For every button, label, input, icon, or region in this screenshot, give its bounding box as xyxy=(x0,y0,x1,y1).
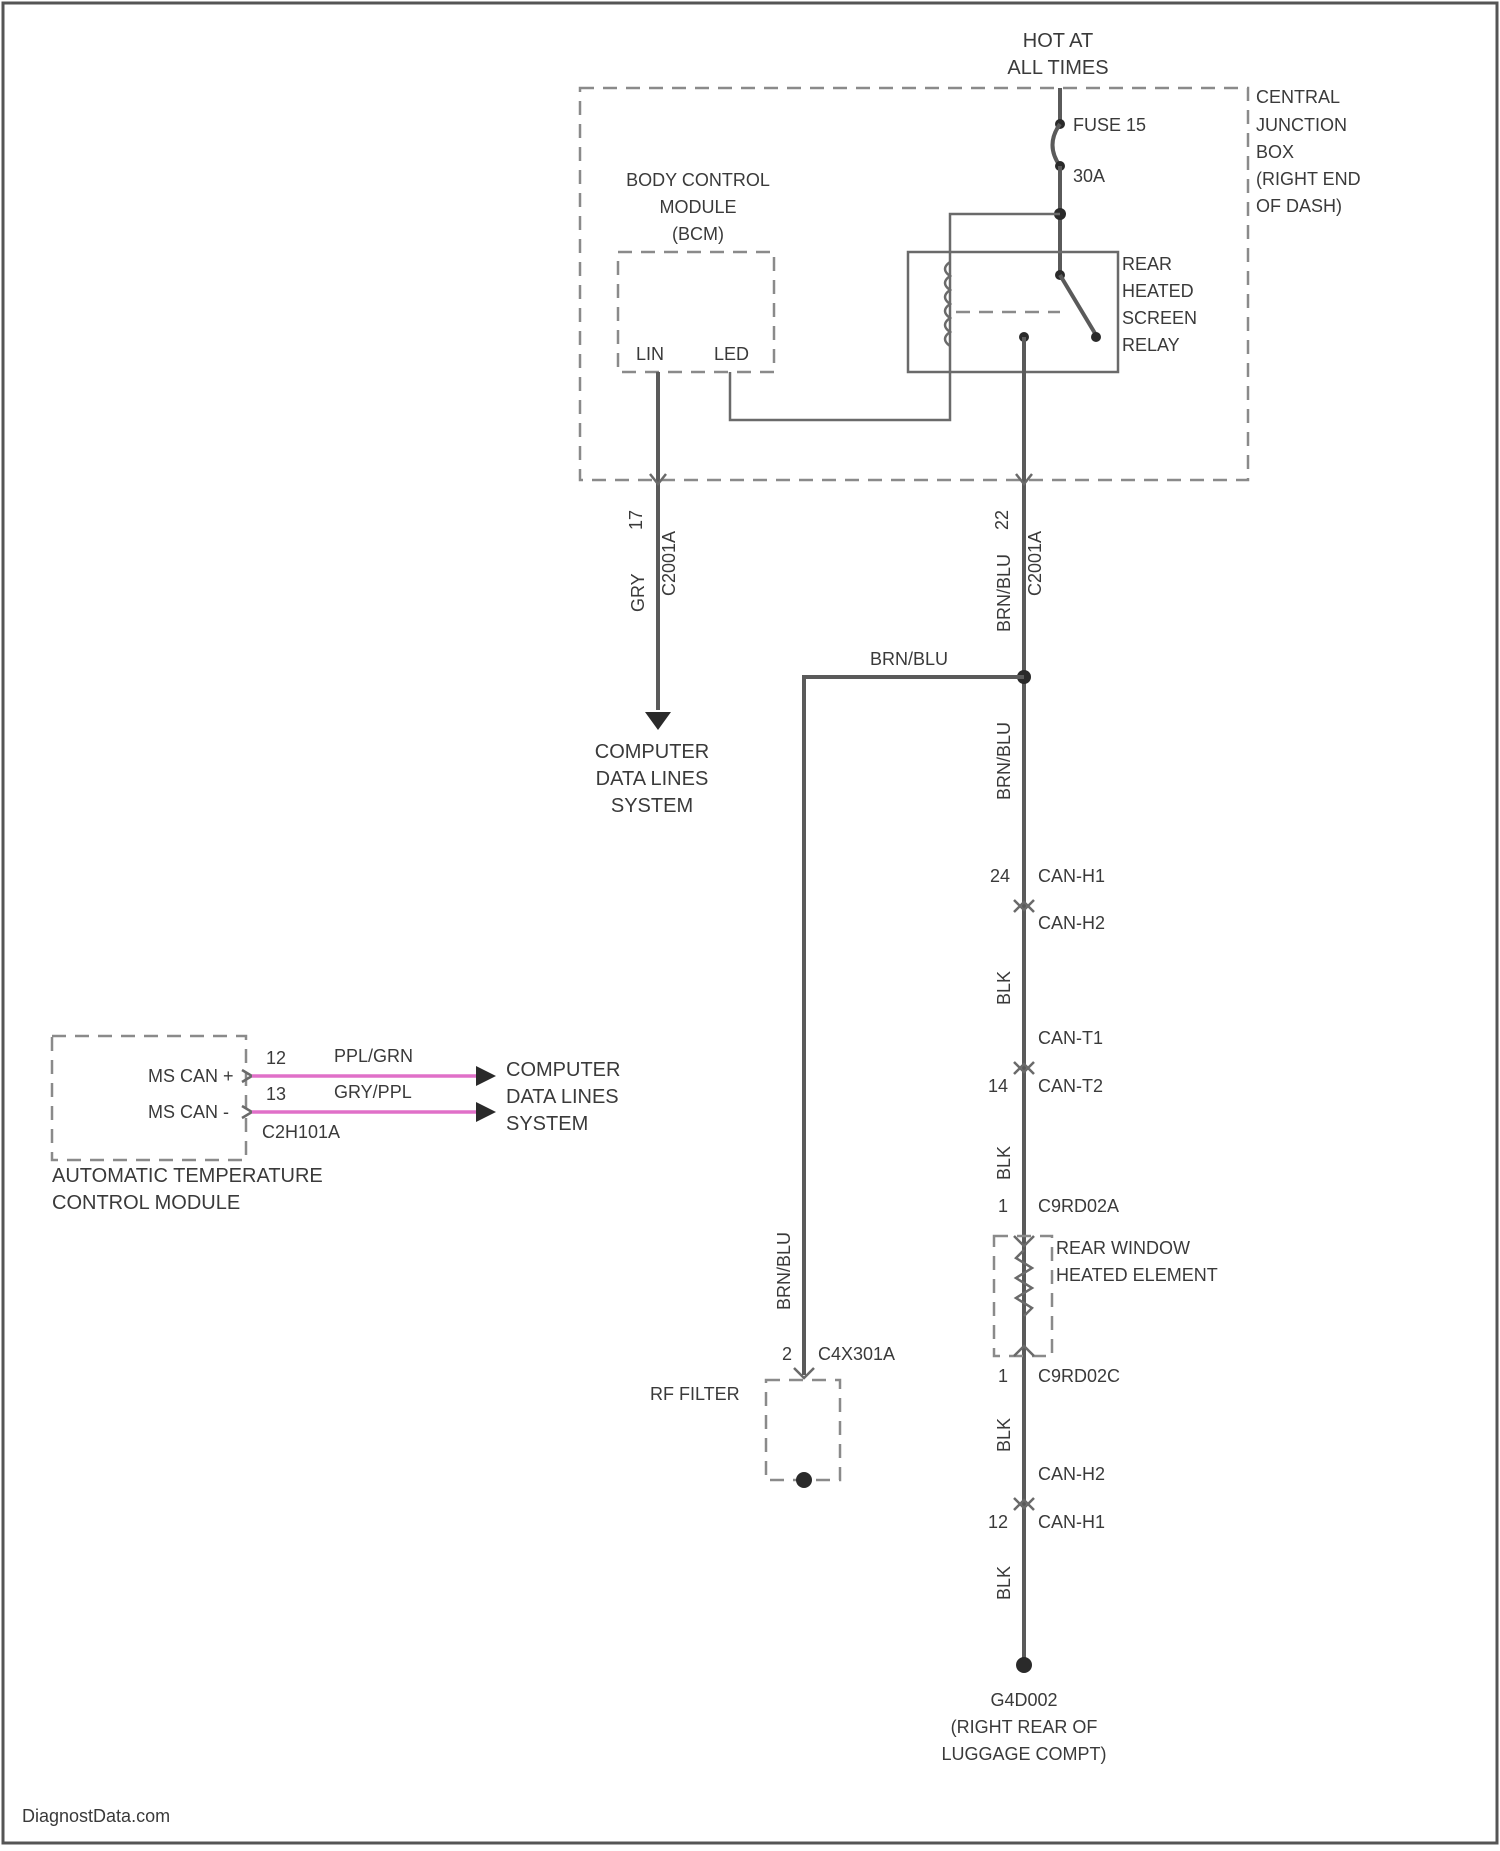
atc-dest-line: DATA LINES xyxy=(506,1086,619,1108)
cjb-label-line: OF DASH) xyxy=(1256,196,1342,216)
bcm-pin-led: LED xyxy=(714,344,749,364)
atc-label-line: AUTOMATIC TEMPERATURE xyxy=(52,1165,323,1187)
relay-label: REAR HEATED SCREEN RELAY xyxy=(1122,254,1197,355)
rf-filter-feed-wire xyxy=(804,677,1024,1375)
bcm-label-line: BODY CONTROL xyxy=(626,170,770,190)
can3-pin: 12 xyxy=(988,1512,1008,1532)
ground-icon xyxy=(1016,1657,1032,1673)
element-pin-bottom: 1 xyxy=(998,1366,1008,1386)
atc-module-label: AUTOMATIC TEMPERATURE CONTROL MODULE xyxy=(52,1165,323,1214)
can1-label-b: CAN-H2 xyxy=(1038,913,1105,933)
right-wire-color-5: BLK xyxy=(994,1418,1014,1452)
can2-label-b: CAN-T2 xyxy=(1038,1076,1103,1096)
fuse-symbol xyxy=(1053,124,1061,166)
cjb-label-line: CENTRAL xyxy=(1256,87,1340,107)
atc-row2-terminal-icon xyxy=(242,1106,252,1118)
bcm-label: BODY CONTROL MODULE (BCM) xyxy=(626,170,770,244)
can3-label-a: CAN-H2 xyxy=(1038,1464,1105,1484)
ground-label-line: LUGGAGE COMPT) xyxy=(941,1744,1106,1764)
rf-filter-wire-color: BRN/BLU xyxy=(774,1232,794,1310)
cjb-label-line: JUNCTION xyxy=(1256,115,1347,135)
left-dest-line: COMPUTER xyxy=(595,741,709,763)
arrow-down-icon xyxy=(645,712,671,730)
arrow-right-icon xyxy=(476,1066,496,1086)
atc-row1-wire: PPL/GRN xyxy=(334,1046,413,1066)
can2-pin: 14 xyxy=(988,1076,1008,1096)
atc-destination-label: COMPUTER DATA LINES SYSTEM xyxy=(506,1059,620,1135)
atc-module-box xyxy=(52,1036,246,1160)
left-dest-line: DATA LINES xyxy=(596,768,709,790)
cjb-label-line: BOX xyxy=(1256,142,1294,162)
cjb-label-line: (RIGHT END xyxy=(1256,169,1361,189)
right-pin-number: 22 xyxy=(992,510,1012,530)
element-label-line: REAR WINDOW xyxy=(1056,1238,1190,1258)
bcm-label-line: MODULE xyxy=(659,197,736,217)
atc-connector: C2H101A xyxy=(262,1122,340,1142)
left-dest-line: SYSTEM xyxy=(611,795,693,817)
power-label-line1: HOT AT xyxy=(1023,30,1093,52)
left-destination-label: COMPUTER DATA LINES SYSTEM xyxy=(595,741,709,817)
element-label-line: HEATED ELEMENT xyxy=(1056,1265,1218,1285)
right-wire-color-3: BLK xyxy=(994,971,1014,1005)
left-pin-number: 17 xyxy=(626,510,646,530)
element-label: REAR WINDOW HEATED ELEMENT xyxy=(1056,1238,1218,1285)
splice-wire-color: BRN/BLU xyxy=(870,649,948,669)
ground-label: G4D002 (RIGHT REAR OF LUGGAGE COMPT) xyxy=(941,1690,1106,1764)
left-connector-label: C2001A xyxy=(659,531,679,596)
can1-label-a: CAN-H1 xyxy=(1038,866,1105,886)
element-connector-bottom: C9RD02C xyxy=(1038,1366,1120,1386)
can2-label-a: CAN-T1 xyxy=(1038,1028,1103,1048)
atc-row2-wire: GRY/PPL xyxy=(334,1082,412,1102)
element-connector-top: C9RD02A xyxy=(1038,1196,1119,1216)
relay-switch-terminal xyxy=(1091,332,1101,342)
left-wire-color: GRY xyxy=(628,573,648,612)
relay-label-line: REAR xyxy=(1122,254,1172,274)
bcm-pin-lin: LIN xyxy=(636,344,664,364)
atc-row1-pin: 12 xyxy=(266,1048,286,1068)
right-wire-color-2: BRN/BLU xyxy=(994,722,1014,800)
relay-label-line: RELAY xyxy=(1122,335,1180,355)
bcm-label-line: (BCM) xyxy=(672,224,724,244)
rf-filter-pin: 2 xyxy=(782,1344,792,1364)
right-wire-color-6: BLK xyxy=(994,1566,1014,1600)
relay-label-line: SCREEN xyxy=(1122,308,1197,328)
fuse-rating: 30A xyxy=(1073,166,1105,186)
atc-dest-line: COMPUTER xyxy=(506,1059,620,1081)
atc-label-line: CONTROL MODULE xyxy=(52,1192,240,1214)
atc-row1-label: MS CAN + xyxy=(148,1066,234,1086)
page-frame xyxy=(3,3,1497,1843)
atc-row2-label: MS CAN - xyxy=(148,1102,229,1122)
right-connector-label: C2001A xyxy=(1025,531,1045,596)
arrow-right-icon xyxy=(476,1102,496,1122)
ground-label-line: (RIGHT REAR OF xyxy=(951,1717,1098,1737)
relay-coil-feed-wire xyxy=(730,214,1060,420)
central-junction-box-label: CENTRAL JUNCTION BOX (RIGHT END OF DASH) xyxy=(1256,87,1361,216)
relay-label-line: HEATED xyxy=(1122,281,1194,301)
relay-coil-icon xyxy=(945,262,950,346)
can1-pin: 24 xyxy=(990,866,1010,886)
can3-label-b: CAN-H1 xyxy=(1038,1512,1105,1532)
right-wire-color: BRN/BLU xyxy=(994,554,1014,632)
atc-dest-line: SYSTEM xyxy=(506,1113,588,1135)
element-pin-top: 1 xyxy=(998,1196,1008,1216)
rf-filter-connector: C4X301A xyxy=(818,1344,895,1364)
atc-row2-pin: 13 xyxy=(266,1084,286,1104)
ground-label-line: G4D002 xyxy=(990,1690,1057,1710)
rf-filter-box xyxy=(766,1380,840,1480)
rf-filter-label: RF FILTER xyxy=(650,1384,740,1404)
watermark: DiagnostData.com xyxy=(22,1806,170,1826)
fuse-name: FUSE 15 xyxy=(1073,115,1146,135)
relay-switch-contact-icon xyxy=(1060,275,1096,335)
rf-filter-ground-icon xyxy=(796,1472,812,1488)
power-label-line2: ALL TIMES xyxy=(1007,57,1108,79)
right-wire-color-4: BLK xyxy=(994,1146,1014,1180)
